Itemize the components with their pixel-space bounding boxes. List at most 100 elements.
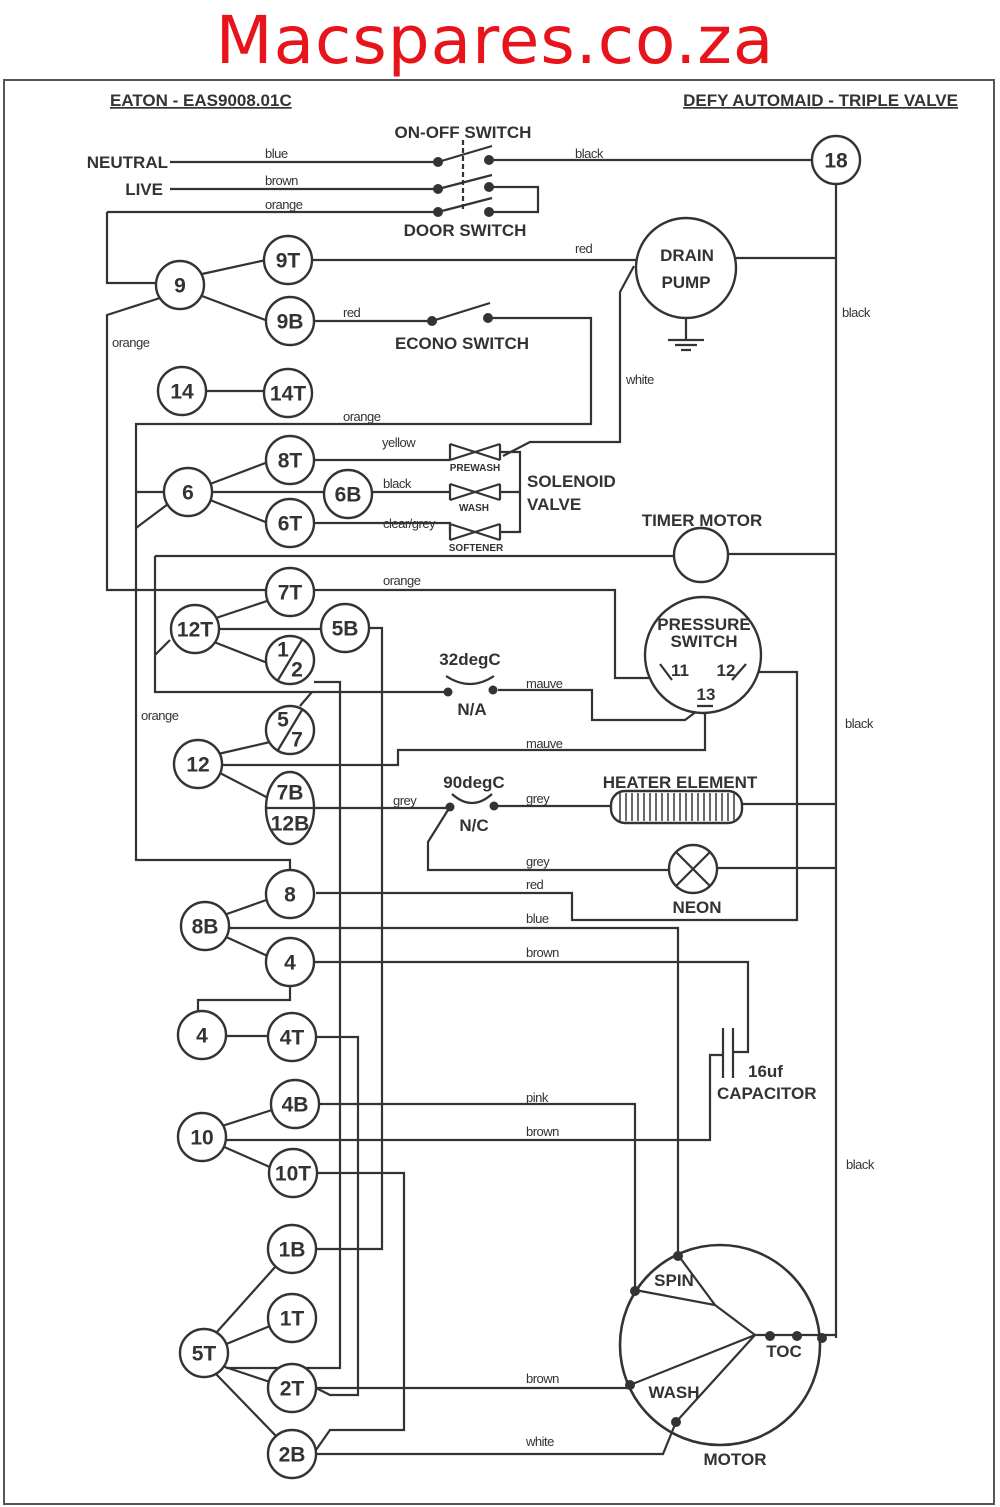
wire-label: brown — [526, 945, 559, 960]
wire-labels: blue brown orange black red red orange b… — [112, 146, 875, 1449]
na-label: N/A — [457, 700, 486, 719]
terminal-4T: 4T — [266, 1011, 318, 1063]
wire-label: mauve — [526, 676, 563, 691]
terminal-label: 4 — [196, 1025, 208, 1048]
thermostat-90-label: 90degC — [443, 773, 504, 792]
wire-label: black — [845, 716, 874, 731]
terminal-2T: 2T — [266, 1362, 318, 1414]
wire-label: orange — [141, 708, 179, 723]
terminal-label: 7B — [277, 782, 304, 805]
terminal-label: 14T — [270, 383, 306, 406]
terminal-label: 12B — [271, 813, 310, 836]
terminal-label: 7 — [291, 729, 303, 752]
capacitor-label: CAPACITOR — [717, 1084, 817, 1103]
terminal-label: 6T — [278, 513, 303, 536]
terminal-label: 9B — [277, 311, 304, 334]
wire-label: pink — [526, 1090, 549, 1105]
wire-label: grey — [526, 854, 550, 869]
ps-terminal-11: 11 — [671, 661, 689, 680]
terminal-12T: 12T — [169, 603, 221, 655]
terminal-1B: 1B — [266, 1223, 318, 1275]
neon-label: NEON — [672, 898, 721, 917]
terminal-5-7: 57 — [264, 704, 316, 756]
terminal-7T: 7T — [264, 566, 316, 618]
nc-label: N/C — [459, 816, 488, 835]
on-off-switch-label: ON-OFF SWITCH — [395, 123, 532, 142]
neutral-label: NEUTRAL — [87, 153, 168, 172]
wire-label: orange — [343, 409, 381, 424]
terminal-label: 1B — [279, 1239, 306, 1262]
terminal-label: 1 — [277, 639, 289, 662]
wire-label: brown — [265, 173, 298, 188]
wash-label: WASH — [649, 1383, 700, 1402]
terminal-9B: 9B — [264, 295, 316, 347]
solenoid-label-1: SOLENOID — [527, 472, 616, 491]
wire-label: white — [625, 372, 654, 387]
drain-pump-label-2: PUMP — [661, 273, 710, 292]
terminal-label: 12 — [186, 754, 209, 777]
heater-element-label: HEATER ELEMENT — [603, 773, 758, 792]
pressure-switch-label-1: PRESSURE — [657, 615, 751, 634]
terminal-6: 6 — [162, 466, 214, 518]
terminal-1-2: 12 — [264, 634, 316, 686]
wash-valve-label: WASH — [459, 503, 489, 514]
terminal-label: 2 — [291, 659, 303, 682]
pressure-switch-label-2: SWITCH — [670, 632, 737, 651]
wire-label: black — [383, 476, 412, 491]
econo-switch-label: ECONO SWITCH — [395, 334, 529, 353]
terminal-label: 2T — [280, 1378, 305, 1401]
terminal-1T: 1T — [266, 1292, 318, 1344]
terminal-label: 18 — [824, 150, 848, 173]
terminal-label: 6 — [182, 482, 194, 505]
terminal-6T: 6T — [264, 497, 316, 549]
terminal-label: 5B — [332, 618, 359, 641]
terminal-2B: 2B — [266, 1428, 318, 1480]
wire-label: yellow — [382, 435, 416, 450]
terminal-label: 14 — [170, 381, 194, 404]
wire-label: orange — [265, 197, 303, 212]
terminal-label: 8B — [192, 916, 219, 939]
drain-pump — [634, 216, 738, 320]
component-labels: NEUTRAL LIVE ON-OFF SWITCH DOOR SWITCH E… — [87, 123, 817, 1469]
ps-terminal-12: 12 — [717, 661, 736, 680]
spin-label: SPIN — [654, 1271, 694, 1290]
wire-label: clear/grey — [383, 516, 436, 531]
wire-label: grey — [526, 791, 550, 806]
terminal-label: 4 — [284, 952, 296, 975]
wires — [105, 140, 838, 1456]
terminal-18: 18 — [810, 134, 862, 186]
wire-label: grey — [393, 793, 417, 808]
drain-pump-label-1: DRAIN — [660, 246, 714, 265]
live-label: LIVE — [125, 180, 163, 199]
door-switch-label: DOOR SWITCH — [404, 221, 527, 240]
solenoid-label-2: VALVE — [527, 495, 581, 514]
timer-motor-label: TIMER MOTOR — [642, 511, 763, 530]
wire-label: red — [343, 305, 361, 320]
terminal-label: 4B — [282, 1094, 309, 1117]
terminal-label: 1T — [280, 1308, 305, 1331]
terminal-label: 9T — [276, 250, 301, 273]
terminal-5T: 5T — [178, 1327, 230, 1379]
terminal-label: 8T — [278, 450, 303, 473]
wire-label: black — [842, 305, 871, 320]
wire-label: orange — [112, 335, 150, 350]
terminal-label: 10 — [190, 1127, 213, 1150]
terminal-6B: 6B — [322, 468, 374, 520]
terminal-label: 12T — [177, 619, 213, 642]
wire-label: red — [526, 877, 544, 892]
terminal-12: 12 — [172, 738, 224, 790]
terminal-label: 5 — [277, 709, 289, 732]
terminal-10: 10 — [176, 1111, 228, 1163]
components — [427, 155, 827, 1447]
wire-label: blue — [265, 146, 288, 161]
toc-label: TOC — [766, 1342, 802, 1361]
softener-label: SOFTENER — [449, 543, 504, 554]
terminal-9: 9 — [154, 259, 206, 311]
terminal-4a: 4 — [264, 936, 316, 988]
terminal-5B: 5B — [319, 602, 371, 654]
terminal-label: 5T — [192, 1343, 217, 1366]
motor-label: MOTOR — [704, 1450, 767, 1469]
